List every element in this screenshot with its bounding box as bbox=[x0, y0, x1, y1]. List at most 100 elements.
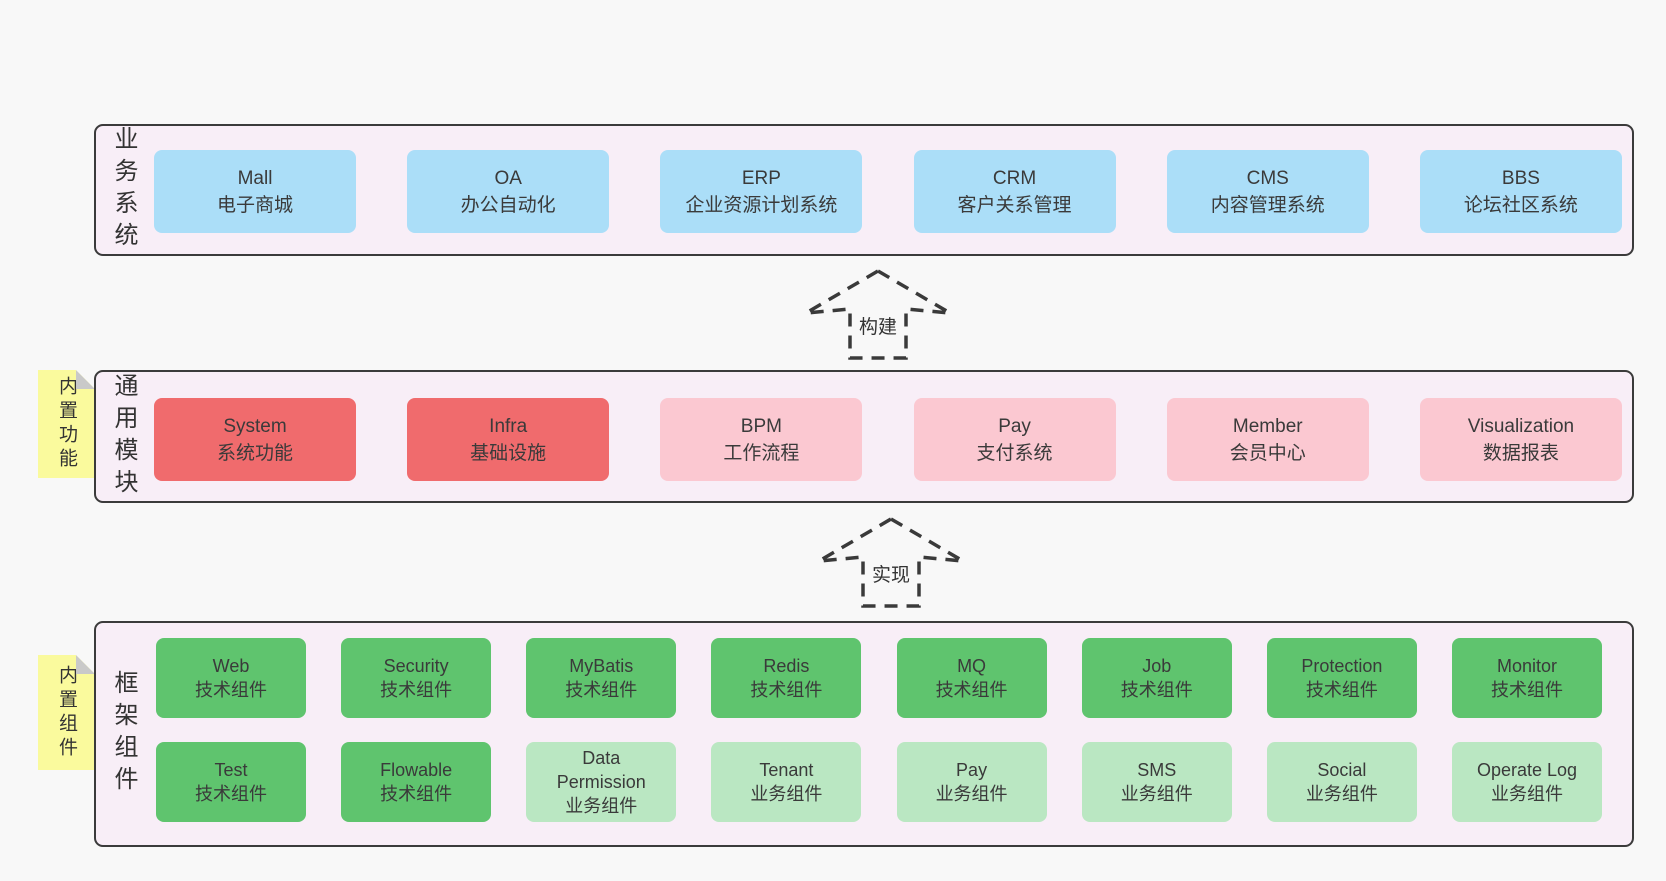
panel-business-systems: 业务系统 Mall 电子商城 OA 办公自动化 ERP 企业资源计划系统 CRM… bbox=[94, 124, 1634, 256]
block-arrow-up-icon bbox=[818, 516, 964, 608]
box-member: Member 会员中心 bbox=[1166, 398, 1369, 481]
box-crm: CRM 客户关系管理 bbox=[913, 150, 1116, 233]
box-title-zh: 会员中心 bbox=[1229, 442, 1306, 464]
box-title-en: Data Permission bbox=[556, 748, 646, 792]
box-title-en: Flowable bbox=[380, 760, 453, 780]
box-title-en: CMS bbox=[1246, 167, 1289, 189]
box-monitor: Monitor 技术组件 bbox=[1451, 638, 1602, 718]
box-title-zh: 技术组件 bbox=[195, 784, 267, 804]
box-title-zh: 业务组件 bbox=[935, 784, 1008, 804]
box-title-en: Mall bbox=[237, 167, 273, 189]
box-visualization: Visualization 数据报表 bbox=[1419, 398, 1622, 481]
box-security: Security 技术组件 bbox=[341, 638, 492, 718]
box-data-permission: Data Permission 业务组件 bbox=[526, 742, 677, 822]
box-social: Social 业务组件 bbox=[1266, 742, 1417, 822]
box-pay-component: Pay 业务组件 bbox=[896, 742, 1047, 822]
note-fold-corner-icon bbox=[76, 655, 95, 674]
box-title-zh: 业务组件 bbox=[1305, 784, 1378, 804]
box-title-zh: 办公自动化 bbox=[460, 194, 556, 216]
box-title-en: Protection bbox=[1301, 656, 1383, 676]
box-title-zh: 技术组件 bbox=[565, 680, 638, 700]
section-label-common-modules: 通用模块 bbox=[110, 372, 137, 501]
box-title-en: Pay bbox=[956, 760, 988, 780]
business-systems-row: Mall 电子商城 OA 办公自动化 ERP 企业资源计划系统 CRM 客户关系… bbox=[154, 150, 1622, 233]
box-title-zh: 电子商城 bbox=[216, 194, 293, 216]
box-title-en: CRM bbox=[992, 167, 1037, 189]
box-title-en: Test bbox=[214, 760, 248, 780]
box-mall: Mall 电子商城 bbox=[154, 150, 356, 233]
box-title-zh: 业务组件 bbox=[565, 796, 638, 816]
box-title-zh: 技术组件 bbox=[1305, 680, 1378, 700]
framework-components-row-1: Web 技术组件 Security 技术组件 MyBatis 技术组件 Redi… bbox=[156, 638, 1602, 718]
box-title-en: BBS bbox=[1501, 167, 1540, 189]
box-web: Web 技术组件 bbox=[156, 638, 306, 718]
box-title-en: Visualization bbox=[1467, 415, 1575, 437]
box-title-en: System bbox=[223, 415, 287, 437]
section-label-framework-components: 框架组件 bbox=[110, 670, 137, 798]
box-infra: Infra 基础设施 bbox=[407, 398, 610, 481]
arrow-label: 实现 bbox=[868, 560, 914, 587]
box-title-zh: 技术组件 bbox=[1490, 680, 1563, 700]
box-flowable: Flowable 技术组件 bbox=[341, 742, 492, 822]
arrow-up-build: 构建 bbox=[803, 268, 953, 362]
arrow-up-implement: 实现 bbox=[816, 516, 966, 610]
box-title-zh: 论坛社区系统 bbox=[1463, 194, 1578, 216]
box-title-zh: 业务组件 bbox=[750, 784, 823, 804]
box-protection: Protection 技术组件 bbox=[1266, 638, 1417, 718]
box-title-zh: 业务组件 bbox=[1120, 784, 1193, 804]
box-title-zh: 技术组件 bbox=[750, 680, 823, 700]
box-title-zh: 基础设施 bbox=[470, 442, 547, 464]
box-title-zh: 技术组件 bbox=[380, 784, 453, 804]
box-sms: SMS 业务组件 bbox=[1081, 742, 1232, 822]
box-title-en: BPM bbox=[740, 415, 782, 437]
box-title-zh: 技术组件 bbox=[380, 680, 453, 700]
sticky-note-label: 内置功能 bbox=[56, 376, 77, 472]
panel-common-modules: 通用模块 System 系统功能 Infra 基础设施 BPM 工作流程 Pay… bbox=[94, 370, 1634, 503]
box-redis: Redis 技术组件 bbox=[711, 638, 862, 718]
box-title-zh: 支付系统 bbox=[976, 442, 1053, 464]
box-test: Test 技术组件 bbox=[156, 742, 306, 822]
box-system: System 系统功能 bbox=[154, 398, 356, 481]
box-title-zh: 工作流程 bbox=[723, 442, 800, 464]
box-title-en: OA bbox=[494, 167, 522, 189]
box-title-zh: 业务组件 bbox=[1490, 784, 1563, 804]
box-title-zh: 技术组件 bbox=[935, 680, 1008, 700]
box-title-en: Pay bbox=[998, 415, 1031, 437]
box-mybatis: MyBatis 技术组件 bbox=[526, 638, 677, 718]
box-title-en: Monitor bbox=[1496, 656, 1557, 676]
sticky-note-built-in-features: 内置功能 bbox=[38, 370, 95, 478]
box-title-en: MQ bbox=[957, 656, 987, 676]
box-pay-module: Pay 支付系统 bbox=[913, 398, 1116, 481]
arrow-label: 构建 bbox=[855, 312, 901, 339]
section-label-business-systems: 业务系统 bbox=[110, 126, 137, 254]
box-title-zh: 数据报表 bbox=[1482, 442, 1559, 464]
box-tenant: Tenant 业务组件 bbox=[711, 742, 862, 822]
box-erp: ERP 企业资源计划系统 bbox=[660, 150, 863, 233]
box-title-en: Social bbox=[1317, 760, 1367, 780]
box-title-en: ERP bbox=[741, 167, 781, 189]
box-oa: OA 办公自动化 bbox=[407, 150, 610, 233]
box-title-en: Security bbox=[383, 656, 449, 676]
box-title-zh: 系统功能 bbox=[216, 442, 293, 464]
box-title-zh: 技术组件 bbox=[1120, 680, 1193, 700]
box-bbs: BBS 论坛社区系统 bbox=[1419, 150, 1622, 233]
sticky-note-label: 内置组件 bbox=[56, 664, 77, 761]
box-operate-log: Operate Log 业务组件 bbox=[1451, 742, 1602, 822]
box-title-en: Web bbox=[212, 656, 250, 676]
panel-framework-components: 框架组件 Web 技术组件 Security 技术组件 MyBatis 技术组件… bbox=[94, 621, 1634, 847]
box-bpm: BPM 工作流程 bbox=[660, 398, 863, 481]
box-title-en: Job bbox=[1142, 656, 1172, 676]
block-arrow-up-icon bbox=[805, 268, 951, 360]
box-cms: CMS 内容管理系统 bbox=[1166, 150, 1369, 233]
framework-components-row-2: Test 技术组件 Flowable 技术组件 Data Permission … bbox=[156, 742, 1602, 822]
box-job: Job 技术组件 bbox=[1081, 638, 1232, 718]
box-title-en: Infra bbox=[489, 415, 528, 437]
box-title-en: Tenant bbox=[759, 760, 814, 780]
box-title-en: MyBatis bbox=[569, 656, 634, 676]
box-mq: MQ 技术组件 bbox=[896, 638, 1047, 718]
box-title-en: Redis bbox=[763, 656, 810, 676]
note-fold-corner-icon bbox=[76, 370, 95, 389]
box-title-zh: 内容管理系统 bbox=[1210, 194, 1325, 216]
box-title-zh: 企业资源计划系统 bbox=[685, 194, 838, 216]
common-modules-row: System 系统功能 Infra 基础设施 BPM 工作流程 Pay 支付系统… bbox=[154, 398, 1622, 481]
